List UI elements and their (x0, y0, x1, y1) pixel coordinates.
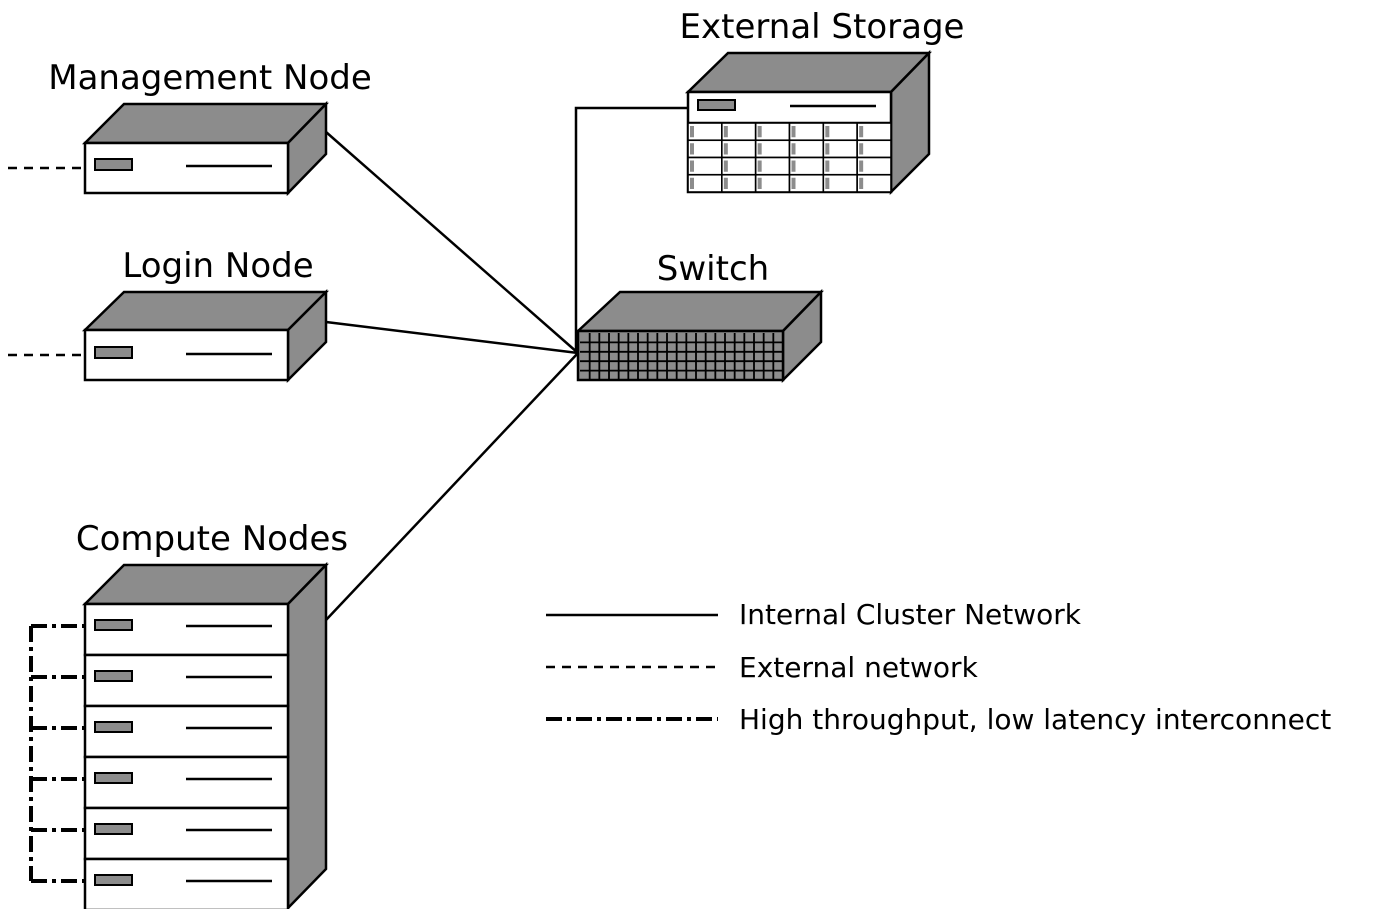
storage-drive-handle (791, 160, 796, 172)
storage-drive-handle (791, 177, 796, 189)
switch-top (574, 290, 824, 333)
compute-unit-status-light (94, 721, 133, 733)
storage-drive-handle (825, 160, 830, 172)
link-management-switch (325, 131, 579, 354)
storage-drive-handle (723, 143, 728, 155)
storage-drive-handle (859, 160, 864, 172)
link-login-switch (325, 320, 579, 355)
management-node-label: Management Node (48, 58, 372, 98)
compute-unit (83, 704, 290, 759)
interconnect-links (29, 624, 85, 883)
storage-drive-handle (859, 126, 864, 138)
login-node-status-light (94, 346, 133, 359)
compute-nodes-label: Compute Nodes (76, 519, 348, 559)
link-compute-switch (325, 352, 579, 621)
switch-face (576, 329, 785, 382)
compute-unit-status-light (94, 874, 133, 886)
management-node-top (81, 102, 329, 145)
compute-unit-status-light (94, 772, 133, 784)
storage-drive-handle (859, 143, 864, 155)
switch: Switch (574, 249, 824, 384)
compute-unit (83, 653, 290, 708)
storage-drive-handle (723, 160, 728, 172)
compute-unit (83, 806, 290, 861)
login-node-label: Login Node (122, 246, 313, 286)
storage-drive-handle (690, 177, 694, 189)
storage-drive-handle (723, 126, 728, 138)
storage-top (684, 51, 932, 94)
management-node: Management Node (48, 58, 372, 197)
switch-label: Switch (657, 249, 769, 289)
legend-interconnect-label: High throughput, low latency interconnec… (739, 703, 1331, 736)
compute-units (83, 602, 290, 909)
compute-unit-face (83, 704, 290, 759)
management-node-status-light (94, 158, 133, 171)
external-network-links (8, 166, 85, 357)
storage-drive-handle (757, 177, 762, 189)
legend-internal-label: Internal Cluster Network (739, 598, 1082, 631)
legend-external-label: External network (739, 651, 979, 684)
storage-drive-handle (791, 143, 796, 155)
legend: Internal Cluster Network External networ… (546, 598, 1331, 736)
storage-drive-handle (825, 143, 830, 155)
compute-nodes: Compute Nodes (76, 519, 348, 909)
storage-drive-handle (859, 177, 864, 189)
login-node: Login Node (81, 246, 330, 384)
storage-label: External Storage (680, 7, 965, 47)
storage-drive-bay (856, 173, 892, 193)
compute-unit-status-light (94, 823, 133, 835)
external-storage: External Storage (680, 7, 965, 196)
link-storage-switch (574, 106, 688, 353)
compute-rack-top (81, 563, 329, 606)
storage-drive-handle (757, 160, 762, 172)
storage-drive-handle (690, 160, 694, 172)
storage-drive-handle (825, 177, 830, 189)
storage-drive-handle (791, 126, 796, 138)
storage-drive-handle (825, 126, 830, 138)
storage-drive-handle (723, 177, 728, 189)
internal-network-links (325, 106, 688, 621)
compute-unit-status-light (94, 670, 133, 682)
compute-unit (83, 602, 290, 657)
compute-unit (83, 857, 290, 909)
compute-unit (83, 755, 290, 810)
compute-rack-side (286, 561, 328, 909)
storage-status-light (697, 99, 736, 111)
storage-drive-handle (757, 126, 762, 138)
compute-unit-status-light (94, 619, 133, 631)
storage-drive-handle (690, 126, 694, 138)
storage-drive-handle (690, 143, 694, 155)
storage-drive-bays (687, 122, 892, 193)
switch-ports (580, 333, 783, 380)
storage-drive-handle (757, 143, 762, 155)
login-node-top (81, 290, 330, 332)
